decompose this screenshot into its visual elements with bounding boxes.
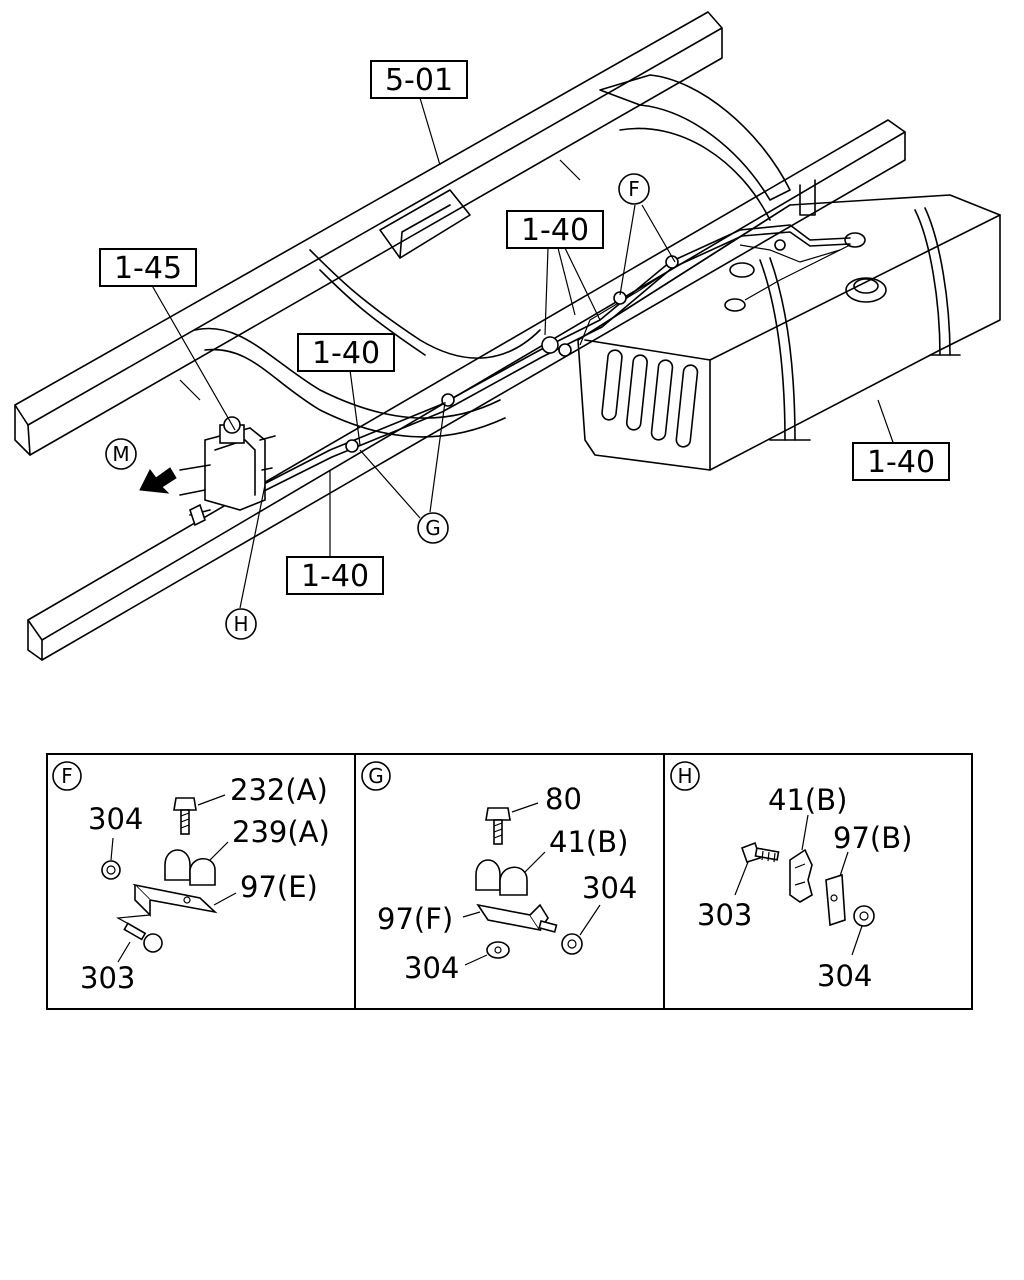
detail-h-label-nut: 304 [817,959,872,993]
detail-g-title: G [361,761,391,791]
clip-239a [164,849,216,886]
detail-h-label-plate: 97(B) [833,821,912,855]
detail-f-label-nut: 304 [88,802,143,836]
detail-f-label-screw: 303 [80,961,135,995]
ref-box-pipe-lower: 1-40 [286,556,384,595]
valve-assembly [179,416,276,527]
plate-97b [825,873,846,927]
detail-panel-f: F 232(A) 304 239(A) 97(E) [52,761,330,995]
ref-box-pipe-center: 1-40 [506,210,604,249]
ref-box-frame-label: 5-01 [385,63,453,98]
bracket-97e [132,883,218,917]
detail-f-label-bolt: 232(A) [230,773,328,807]
detail-g-label-nut-right: 304 [582,871,637,905]
detail-panels [46,753,973,1010]
detail-panel-h: H 41(B) 97(B) 303 304 [670,761,912,993]
ref-box-frame: 5-01 [370,60,468,99]
marker-h: H [225,608,257,640]
pipe-run [261,224,851,493]
ref-box-valve-label: 1-45 [114,251,182,286]
detail-g-label-clip: 41(B) [549,825,628,859]
clip-41b [475,859,528,896]
detail-f-title-label: F [61,764,73,788]
marker-m-label: M [112,442,129,466]
ref-box-pipe-center-label: 1-40 [521,213,589,248]
clip-41b-h [789,848,813,903]
detail-f-label-bracket: 97(E) [240,870,318,904]
chassis-frame [14,11,906,661]
detail-g-title-label: G [368,764,384,788]
direction-arrow [139,467,177,494]
ref-box-pipe-left-label: 1-40 [312,336,380,371]
detail-h-title: H [670,761,700,791]
bolt-232a [173,797,197,835]
ref-box-pipe-tank: 1-40 [852,442,950,481]
marker-m: M [105,438,137,470]
detail-g-label-nut-bottom: 304 [404,951,459,985]
nut-304-right [561,933,583,955]
marker-f-label: F [628,177,640,201]
bolt-303-h [740,841,780,863]
detail-f-title: F [52,761,82,791]
ref-box-pipe-left: 1-40 [297,333,395,372]
leader-lines [149,97,896,609]
marker-h-label: H [233,612,248,636]
detail-h-label-bolt: 303 [697,898,752,932]
detail-g-label-bracket: 97(F) [377,902,453,936]
marker-g-label: G [425,516,441,540]
screw-303 [123,922,163,953]
detail-h-title-label: H [677,764,692,788]
bolt-80 [485,807,511,845]
bracket-97f [476,903,558,933]
nut-304-bottom [486,941,510,959]
ref-box-pipe-tank-label: 1-40 [867,445,935,480]
nut-304 [101,860,121,880]
detail-g-label-bolt: 80 [545,782,582,816]
detail-panel-g: G 80 41(B) 97(F) 304 [361,761,637,985]
ref-box-pipe-lower-label: 1-40 [301,559,369,594]
detail-f-label-clip: 239(A) [232,815,330,849]
fuel-tank [577,179,1001,471]
marker-f: F [618,173,650,205]
detail-h-label-clip: 41(B) [768,783,847,817]
nut-304-h [853,905,875,927]
ref-box-valve: 1-45 [99,248,197,287]
marker-g: G [417,512,449,544]
